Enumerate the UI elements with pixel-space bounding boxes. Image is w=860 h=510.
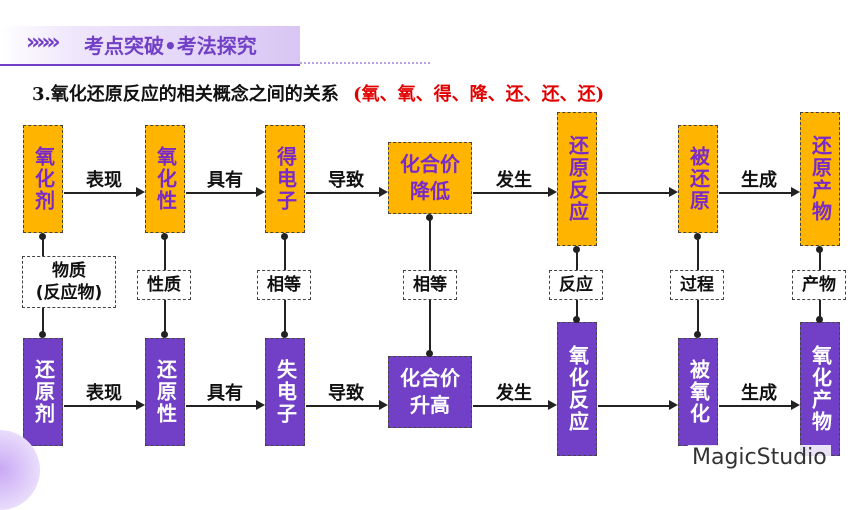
valence-lower-text: 化合价降低 (400, 152, 460, 203)
arrow-label-have: 具有 (207, 383, 243, 404)
reaction-label: 反应 (549, 270, 603, 300)
arrow-line (719, 405, 791, 407)
arrow-head-icon (136, 400, 145, 410)
valence-raise-box: 化合价升高 (388, 356, 472, 428)
heading-mnemonic: (氧、氧、得、降、还、还、还) (353, 84, 605, 105)
arrow-label-generate: 生成 (741, 170, 777, 191)
equal-label-1: 相等 (257, 270, 311, 300)
connector-dot (694, 233, 701, 240)
valence-lower-box: 化合价降低 (388, 142, 472, 214)
arrow-head-icon (379, 400, 388, 410)
arrow-line (598, 192, 669, 194)
reductant-box: 还原剂 (23, 338, 63, 446)
oxidizing-box: 氧化性 (145, 125, 185, 233)
arrow-head-icon (791, 187, 800, 197)
connector-dot (816, 246, 823, 253)
arrow-head-icon (136, 187, 145, 197)
arrow-label-show: 表现 (86, 170, 122, 191)
substance-label: 物质 (反应物) (22, 256, 116, 308)
arrow-label-show: 表现 (86, 383, 122, 404)
product-label: 产物 (792, 270, 846, 300)
connector-dot (161, 233, 168, 240)
substance-label-line1: 物质 (52, 261, 86, 281)
reduction-product-box: 还原产物 (800, 112, 840, 246)
valence-raise-text: 化合价升高 (400, 366, 460, 417)
arrow-line (306, 405, 379, 407)
connector-dot (281, 331, 288, 338)
connector-dot (39, 331, 46, 338)
arrow-label-cause: 导致 (328, 170, 364, 191)
arrow-head-icon (669, 400, 678, 410)
arrow-line (473, 192, 548, 194)
header-title: 考点突破•考法探究 (84, 34, 257, 58)
arrow-line (598, 405, 669, 407)
reducing-box: 还原性 (145, 338, 185, 446)
connector-dot (816, 316, 823, 323)
process-label: 过程 (670, 270, 724, 300)
arrow-line (719, 192, 791, 194)
arrow-label-occur: 发生 (496, 170, 532, 191)
connector-dot (573, 316, 580, 323)
arrow-label-have: 具有 (207, 170, 243, 191)
arrow-head-icon (256, 400, 265, 410)
arrow-head-icon (379, 187, 388, 197)
chevrons-icon: »»» (26, 30, 61, 55)
arrow-line (64, 192, 136, 194)
arrow-head-icon (548, 187, 557, 197)
watermark: MagicStudio (688, 445, 831, 470)
connector-dot (39, 233, 46, 240)
connector-dot (161, 331, 168, 338)
reduced-box: 被还原 (678, 125, 718, 233)
arrow-label-generate: 生成 (741, 383, 777, 404)
oxidation-reaction-box: 氧化反应 (557, 322, 597, 456)
arrow-head-icon (791, 400, 800, 410)
substance-label-line2: (反应物) (35, 283, 103, 303)
connector-dot (426, 350, 433, 357)
property-label: 性质 (137, 270, 191, 300)
oxidized-box: 被氧化 (678, 338, 718, 446)
lose-electron-box: 失电子 (265, 338, 305, 446)
arrow-head-icon (669, 187, 678, 197)
header-bar: »»» 考点突破•考法探究 (0, 26, 300, 66)
reduction-reaction-box: 还原反应 (557, 112, 597, 246)
connector-dot (281, 233, 288, 240)
heading-main: 3.氧化还原反应的相关概念之间的关系 (32, 84, 339, 105)
section-heading: 3.氧化还原反应的相关概念之间的关系 (氧、氧、得、降、还、还、还) (32, 80, 604, 106)
header-divider-dots (300, 62, 430, 64)
gain-electron-box: 得电子 (265, 125, 305, 233)
arrow-head-icon (548, 400, 557, 410)
connector-dot (573, 246, 580, 253)
arrow-line (473, 405, 548, 407)
arrow-label-occur: 发生 (496, 383, 532, 404)
arrow-line (186, 192, 256, 194)
oxidant-box: 氧化剂 (23, 125, 63, 233)
equal-label-2: 相等 (403, 270, 457, 300)
arrow-line (64, 405, 136, 407)
arrow-label-cause: 导致 (328, 383, 364, 404)
connector-dot (426, 214, 433, 221)
oxidation-product-box: 氧化产物 (800, 322, 840, 456)
arrow-line (306, 192, 379, 194)
connector-dot (694, 331, 701, 338)
arrow-line (186, 405, 256, 407)
arrow-head-icon (256, 187, 265, 197)
